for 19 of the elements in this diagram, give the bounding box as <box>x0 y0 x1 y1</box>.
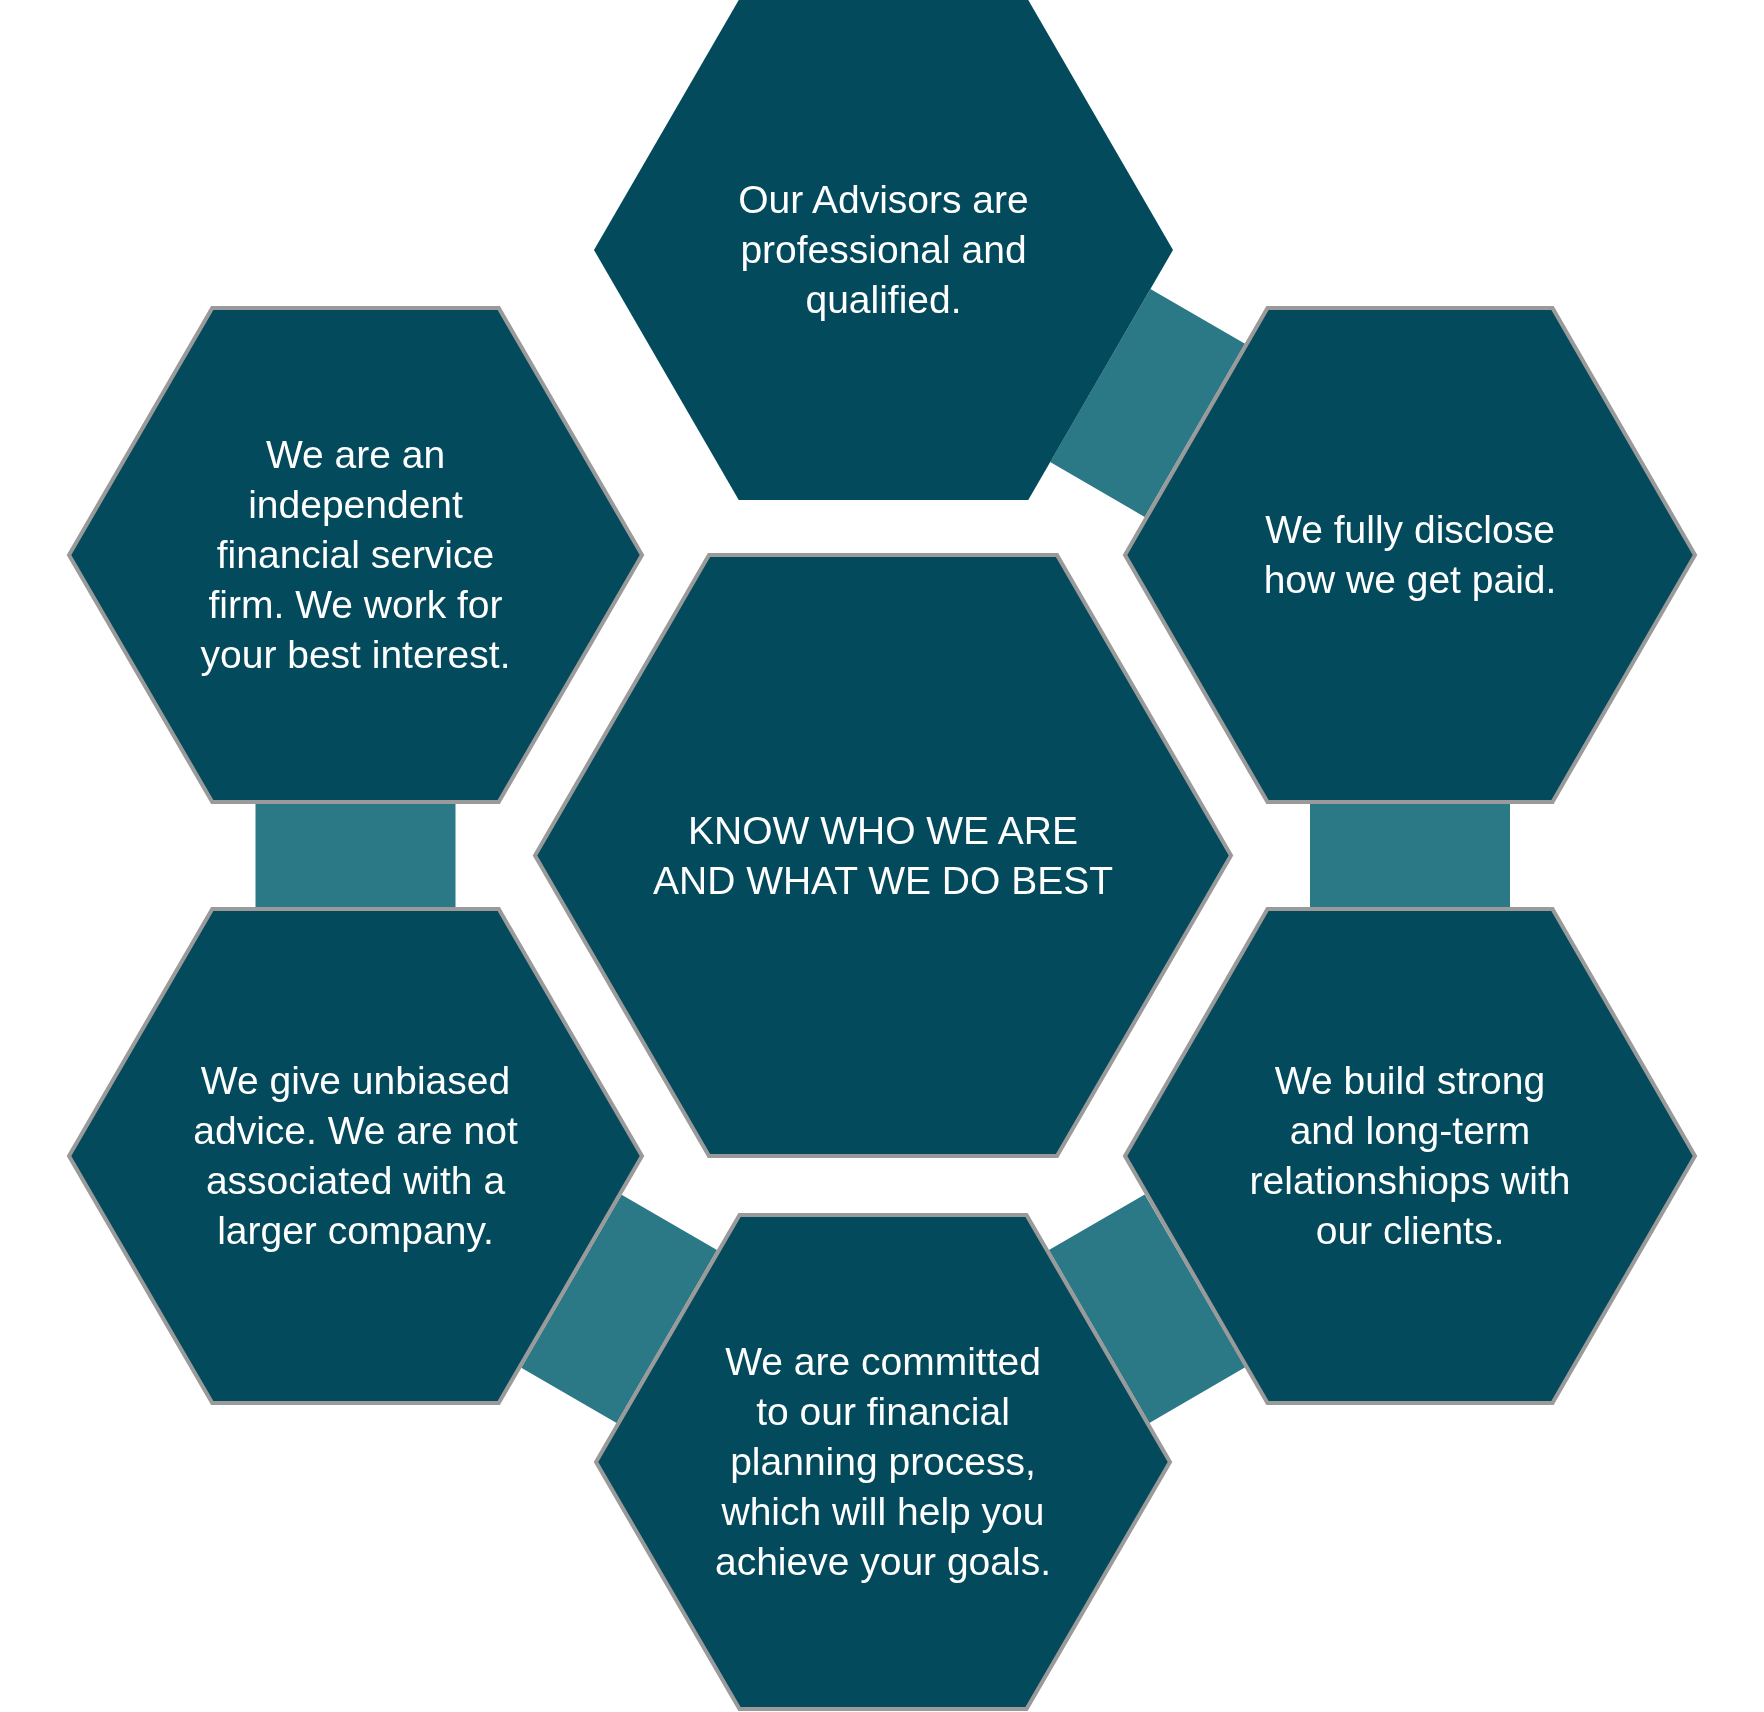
connector-band <box>1310 804 1510 907</box>
connector-band <box>521 1194 718 1424</box>
node-text: We fully disclose how we get paid. <box>1262 507 1558 603</box>
connector-band <box>255 804 456 907</box>
hexagon <box>1123 306 1697 804</box>
hexagon <box>67 306 644 804</box>
connector-band <box>1048 1194 1246 1423</box>
node-text: We are an independent financial service firm. We work for your best interest. <box>199 432 512 678</box>
node-text: We are committed to our financial planning process, which will help you achieve your goals. <box>713 1339 1052 1585</box>
hexagon <box>1123 907 1697 1405</box>
hexagon <box>533 553 1233 1158</box>
hexagon <box>67 907 644 1405</box>
connector-band <box>1050 289 1246 517</box>
hexagon <box>594 0 1173 500</box>
hexagon <box>594 1213 1172 1711</box>
node-text: Our Advisors are professional and qualified. <box>737 177 1030 323</box>
node-text: We build strong and long-term relationshiops with our clients. <box>1248 1058 1572 1254</box>
node-text: KNOW WHO WE ARE AND WHAT WE DO BEST <box>651 807 1115 904</box>
node-text: We give unbiased advice. We are not associated with a larger company. <box>192 1058 519 1254</box>
